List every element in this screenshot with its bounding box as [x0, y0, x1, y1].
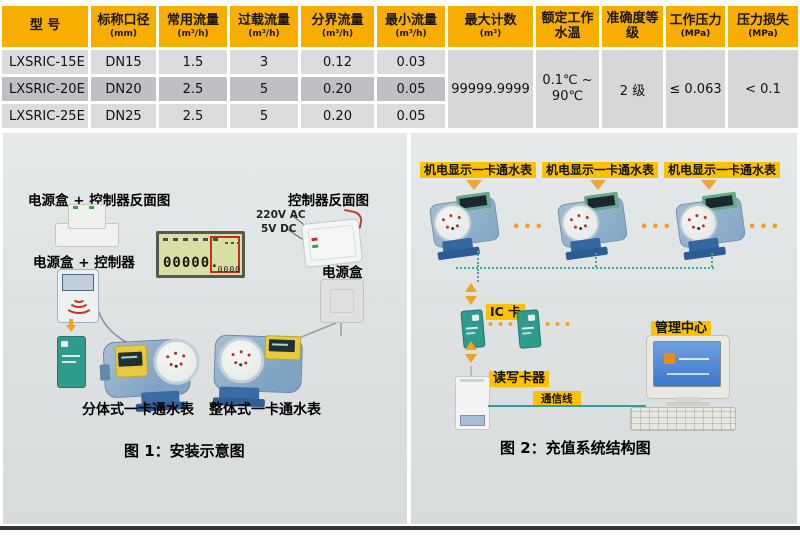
cell-boundary-flow: 0.20 — [301, 104, 374, 128]
col-header-diameter: 标称口径(mm) — [91, 6, 156, 47]
cell-pressure-loss: < 0.1 — [728, 50, 798, 128]
pointer-triangle-icon — [466, 180, 482, 190]
label-5v-dc: 5V DC — [261, 223, 297, 235]
cell-model: LXSRIC-20E — [2, 77, 88, 101]
label-integral-meter: 整体式一卡通水表 — [209, 402, 321, 418]
pointer-triangle-icon — [590, 180, 606, 190]
bus-line — [477, 251, 479, 267]
ic-card-2 — [516, 309, 542, 349]
power-box-device — [320, 279, 364, 323]
monitor-screen — [653, 341, 721, 387]
exchange-arrows-icon — [464, 283, 478, 305]
label-power-box: 电源盒 — [322, 265, 363, 281]
col-header-model: 型 号 — [2, 6, 88, 47]
label-power-controller-back: 电源盒 + 控制器反面图 — [28, 193, 171, 209]
software-logo — [664, 353, 675, 364]
lcd-decimal-zone — [210, 236, 240, 273]
lcd-main-digits: 00000. — [163, 255, 220, 271]
label-comm-line: 通信线 — [533, 391, 581, 407]
cell-overload-flow: 3 — [230, 50, 298, 74]
bus-line — [477, 269, 479, 282]
col-header-accuracy: 准确度等级 — [602, 6, 663, 47]
meter-lcd — [268, 339, 296, 353]
panel-divider — [407, 133, 411, 524]
controller-screen — [62, 274, 94, 291]
pointer-triangle-icon — [701, 180, 717, 190]
cell-diameter: DN25 — [91, 104, 156, 128]
spec-table: 型 号 标称口径(mm) 常用流量(m³/h) 过载流量(m³/h) 分界流量(… — [2, 6, 798, 128]
bus-line — [711, 253, 713, 267]
cell-diameter: DN15 — [91, 50, 156, 74]
cell-working-pressure: ≤ 0.063 — [666, 50, 725, 128]
ellipsis-dots: ••• — [487, 318, 518, 331]
label-controller-back: 控制器反面图 — [288, 193, 369, 209]
card-reader-device — [455, 376, 490, 430]
cell-common-flow: 1.5 — [159, 50, 227, 74]
network-meter-3 — [672, 187, 755, 265]
col-header-max-count: 最大计数(m³) — [448, 6, 533, 47]
col-header-water-temp: 额定工作水温 — [536, 6, 599, 47]
cell-min-flow: 0.05 — [377, 104, 445, 128]
cell-model: LXSRIC-25E — [2, 104, 88, 128]
meter-lcd — [117, 351, 143, 367]
figure1-caption: 图 1：安装示意图 — [124, 442, 245, 460]
keyboard — [630, 407, 736, 431]
lcd-status-row — [163, 238, 219, 241]
col-header-working-pressure: 工作压力(MPa) — [666, 6, 725, 47]
col-header-min-flow: 最小流量(m³/h) — [377, 6, 445, 47]
wireless-signal-icon — [62, 293, 94, 317]
label-ic-card: IC 卡 — [486, 304, 525, 320]
bus-line — [595, 253, 597, 267]
ellipsis-dots: ••• — [748, 220, 782, 235]
exchange-arrows-icon — [464, 341, 478, 363]
cell-water-temp: 0.1℃ ~90℃ — [536, 50, 599, 128]
label-meter-3: 机电显示一卡通水表 — [664, 162, 781, 178]
cell-max-count: 99999.9999 — [448, 50, 533, 128]
figure2-caption: 图 2：充值系统结构图 — [500, 439, 651, 457]
label-management-center: 管理中心 — [651, 321, 712, 337]
ic-card-fig1 — [57, 336, 86, 388]
cell-boundary-flow: 0.12 — [301, 50, 374, 74]
cell-boundary-flow: 0.20 — [301, 77, 374, 101]
label-split-meter: 分体式一卡通水表 — [82, 402, 194, 418]
meter-lcd-display: 00000. 0000 — [156, 231, 245, 278]
communication-line — [488, 405, 646, 407]
label-card-reader: 读写卡器 — [489, 371, 550, 387]
cell-accuracy: 2 级 — [602, 50, 663, 128]
col-header-common-flow: 常用流量(m³/h) — [159, 6, 227, 47]
cell-min-flow: 0.03 — [377, 50, 445, 74]
label-meter-1: 机电显示一卡通水表 — [420, 162, 537, 178]
cell-model: LXSRIC-15E — [2, 50, 88, 74]
management-computer — [630, 335, 742, 431]
cell-diameter: DN20 — [91, 77, 156, 101]
label-220v-ac: 220V AC — [256, 209, 306, 221]
col-header-boundary-flow: 分界流量(m³/h) — [301, 6, 374, 47]
power-controller-back-device — [55, 204, 119, 247]
cell-min-flow: 0.05 — [377, 77, 445, 101]
network-meter-1 — [426, 187, 509, 265]
lcd-frac-digits: 0000 — [217, 265, 241, 274]
integral-meter — [212, 330, 310, 410]
col-header-overload-flow: 过载流量(m³/h) — [230, 6, 298, 47]
cell-overload-flow: 5 — [230, 104, 298, 128]
cell-common-flow: 2.5 — [159, 104, 227, 128]
col-header-pressure-loss: 压力损失(MPa) — [728, 6, 798, 47]
card-chip — [61, 341, 68, 347]
cell-common-flow: 2.5 — [159, 77, 227, 101]
cell-overload-flow: 5 — [230, 77, 298, 101]
bottom-bar — [0, 526, 800, 530]
ellipsis-dots: ••• — [640, 220, 674, 235]
label-meter-2: 机电显示一卡通水表 — [542, 162, 659, 178]
bus-line — [456, 267, 714, 269]
ellipsis-dots: ••• — [544, 318, 575, 331]
ellipsis-dots: ••• — [512, 220, 546, 235]
down-arrow-icon — [66, 319, 76, 332]
label-power-controller: 电源盒 + 控制器 — [33, 255, 135, 271]
